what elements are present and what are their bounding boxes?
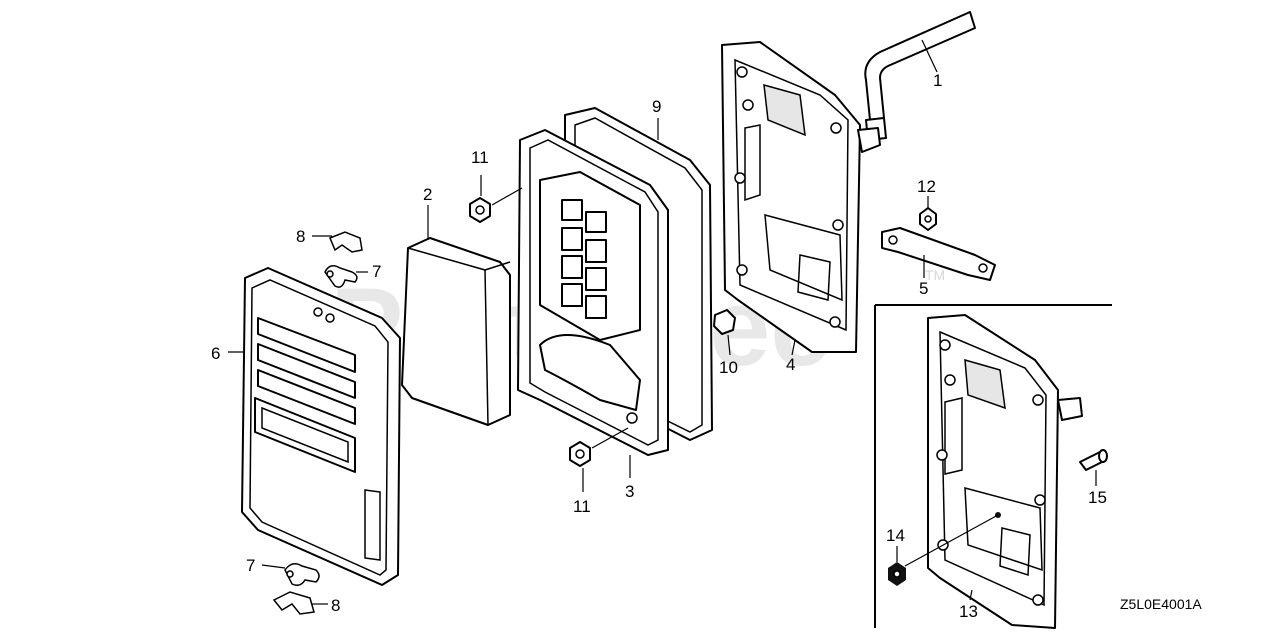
part-6-cover[interactable] bbox=[228, 267, 401, 586]
part-11-nut-lower[interactable] bbox=[569, 427, 629, 492]
part-15-pin[interactable] bbox=[1079, 449, 1108, 486]
callout-2: 2 bbox=[423, 185, 432, 204]
callout-11-lower: 11 bbox=[573, 497, 591, 516]
callout-7-top: 7 bbox=[372, 262, 381, 281]
part-5-stay[interactable] bbox=[881, 227, 996, 281]
callout-8-top: 8 bbox=[296, 227, 305, 246]
part-11-nut-upper[interactable] bbox=[469, 175, 523, 223]
callout-1: 1 bbox=[933, 71, 942, 90]
diagram-code: Z5L0E4001A bbox=[1120, 596, 1202, 612]
callout-3: 3 bbox=[625, 482, 634, 501]
callout-7-bottom: 7 bbox=[246, 556, 255, 575]
callout-11-upper: 11 bbox=[471, 148, 489, 167]
part-4-cleaner-case[interactable] bbox=[721, 41, 881, 356]
callout-12: 12 bbox=[917, 177, 936, 196]
part-12-nut[interactable] bbox=[919, 196, 937, 231]
part-1-breather-tube[interactable] bbox=[864, 11, 976, 141]
inset-frame bbox=[874, 304, 1112, 628]
callout-4: 4 bbox=[786, 355, 795, 374]
part-13-cleaner-case[interactable] bbox=[927, 314, 1083, 629]
callout-8-bottom: 8 bbox=[331, 596, 340, 615]
part-8-clamp-bottom[interactable] bbox=[272, 591, 328, 615]
part-14-nut[interactable] bbox=[888, 514, 999, 586]
callout-15: 15 bbox=[1088, 488, 1107, 507]
callout-10: 10 bbox=[719, 358, 738, 377]
callout-14: 14 bbox=[886, 526, 905, 545]
callout-5: 5 bbox=[919, 279, 928, 298]
part-10-collar[interactable] bbox=[713, 309, 736, 356]
callout-6: 6 bbox=[211, 344, 220, 363]
part-3-cleaner-elbow[interactable] bbox=[517, 129, 669, 478]
part-7-clip-top[interactable] bbox=[324, 265, 368, 288]
part-7-clip-bottom[interactable] bbox=[261, 563, 320, 587]
callout-9: 9 bbox=[652, 97, 661, 116]
part-2-filter-element[interactable] bbox=[401, 205, 511, 426]
callout-labels: 1 2 3 4 5 6 7 7 8 8 9 10 11 11 12 13 14 … bbox=[211, 71, 1107, 621]
part-8-clamp-top[interactable] bbox=[312, 231, 363, 253]
callout-13: 13 bbox=[959, 602, 978, 621]
watermark-tm: TM bbox=[925, 267, 945, 283]
